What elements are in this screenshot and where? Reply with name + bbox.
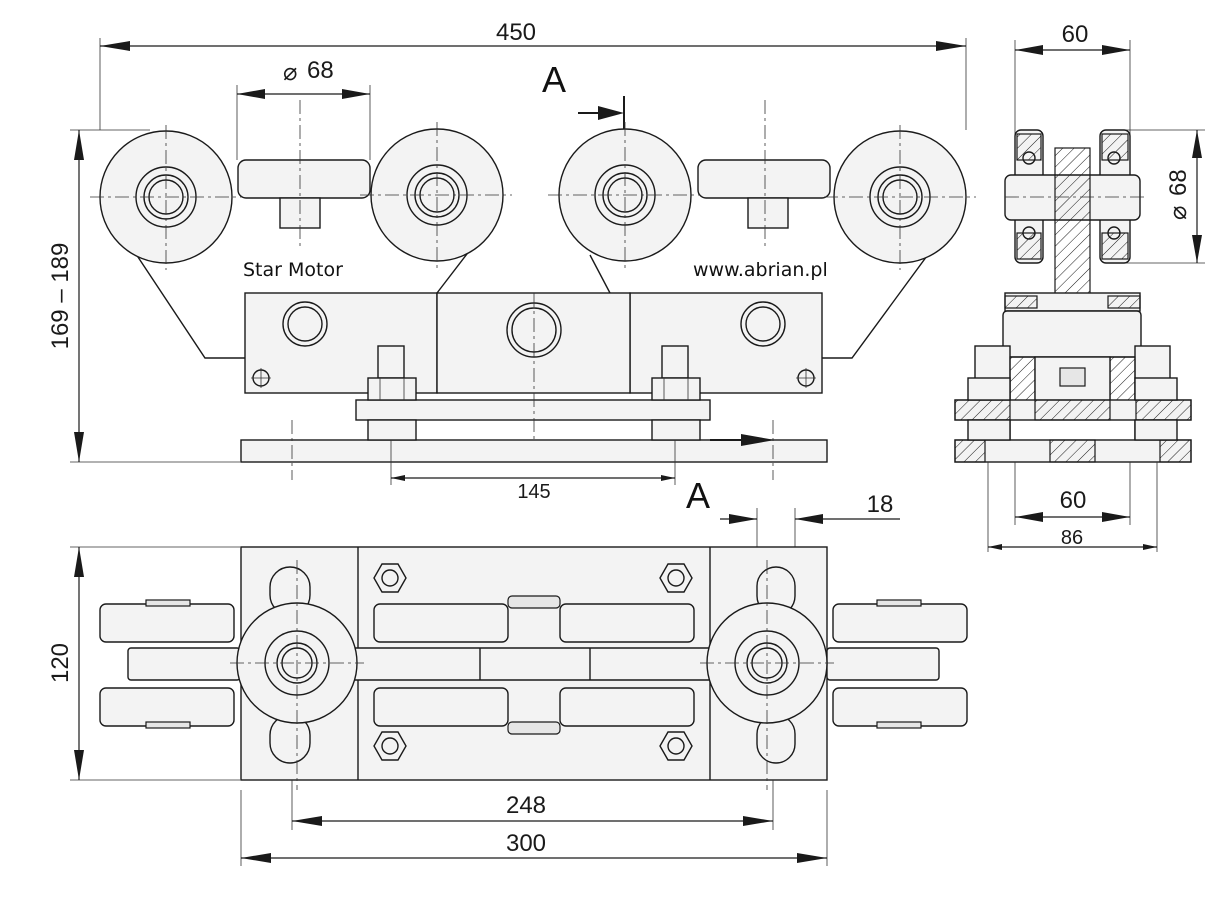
hex-nut-3	[373, 731, 407, 761]
hex-nut-1	[373, 563, 407, 593]
plan-view: A 18 120	[47, 475, 968, 866]
dim-side-width-text: 60	[1062, 21, 1089, 48]
dim-side-plate-width-text: 86	[1061, 527, 1083, 549]
dim-overall-length: 450	[99, 19, 967, 130]
dim-side-bottom-width-text: 60	[1060, 487, 1087, 514]
screw-right	[796, 368, 816, 388]
dim-plan-hole-spacing: 248	[291, 780, 774, 830]
plan-wheel-outer-left	[99, 599, 241, 729]
bolt-right	[651, 345, 701, 441]
dim-bolt-spacing-text: 145	[517, 481, 550, 503]
dim-plan-width-text: 120	[47, 643, 74, 683]
dim-bolt-spacing: 145	[390, 440, 676, 503]
side-view: 60 ⌀ 68	[954, 21, 1205, 552]
front-view: 450 ⌀ 68 A 169 – 189	[47, 19, 976, 503]
screw-left	[251, 368, 271, 388]
dim-plan-hole-spacing-text: 248	[506, 792, 546, 819]
diameter-symbol: ⌀	[283, 59, 297, 86]
base-plate	[240, 439, 828, 463]
dim-overall-length-text: 450	[496, 19, 536, 46]
wheel-3	[548, 122, 700, 268]
mounting-plate	[355, 399, 711, 421]
arm-right	[697, 159, 831, 199]
plan-wheel-right	[700, 560, 834, 790]
dim-slot-width: 18	[720, 491, 900, 590]
wheel-4	[824, 125, 976, 270]
dim-side-wheel-diameter-text: 68	[1165, 169, 1192, 196]
center-block	[436, 292, 631, 394]
side-diameter-symbol: ⌀	[1165, 206, 1192, 220]
hex-nut-4	[659, 731, 693, 761]
bolt-left	[367, 345, 417, 441]
dim-height-range: 169 – 189	[47, 129, 240, 463]
dim-height-range-text: 169 – 189	[47, 243, 74, 350]
dim-side-bottom-width: 60	[1014, 462, 1131, 525]
arm-left	[237, 159, 371, 199]
brand-company: Star Motor	[243, 259, 343, 281]
dim-slot-width-text: 18	[867, 491, 894, 518]
dim-plan-length: 300	[240, 790, 828, 866]
dim-plan-width: 120	[47, 546, 240, 781]
wheel-1	[90, 125, 242, 270]
side-plate-left	[244, 292, 438, 394]
plan-wheel-left	[230, 560, 364, 790]
wheel-2	[360, 122, 512, 268]
dim-side-width: 60	[1014, 21, 1131, 150]
section-marker-top: A	[542, 59, 625, 130]
dim-side-wheel-diameter: ⌀ 68	[1120, 129, 1205, 264]
brand-website: www.abrian.pl	[693, 259, 828, 281]
section-marker-bottom: A	[686, 475, 710, 516]
dim-wheel-diameter-text: 68	[307, 57, 334, 84]
hex-nut-2	[659, 563, 693, 593]
plan-wheel-outer-right	[826, 599, 968, 729]
dim-side-plate-width: 86	[987, 462, 1158, 552]
dim-plan-length-text: 300	[506, 830, 546, 857]
dim-wheel-diameter: ⌀ 68	[236, 57, 371, 160]
section-marker-bottom-text: A	[686, 475, 710, 516]
section-marker-top-text: A	[542, 59, 566, 100]
